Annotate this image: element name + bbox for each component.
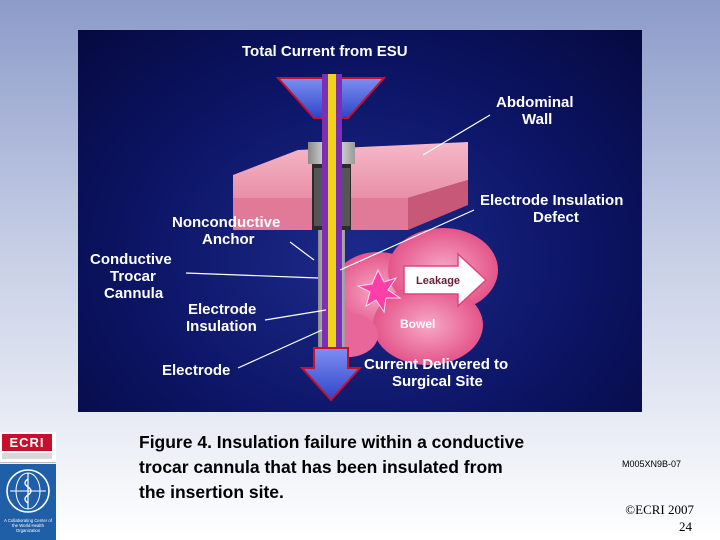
label-nonconductive-anchor-1: Nonconductive bbox=[172, 214, 280, 231]
who-emblem-icon bbox=[6, 469, 50, 513]
ecri-logo-subtitle-bar bbox=[2, 453, 52, 459]
label-insulation-defect-2: Defect bbox=[533, 209, 579, 226]
label-electrode: Electrode bbox=[162, 362, 230, 379]
leakage-spark bbox=[356, 268, 402, 314]
label-conductive-cannula-3: Cannula bbox=[104, 285, 164, 302]
figure-caption: Figure 4. Insulation failure within a co… bbox=[139, 432, 525, 502]
label-current-delivered-2: Surgical Site bbox=[392, 373, 483, 390]
leader-lines bbox=[185, 114, 491, 369]
document-code: M005XN9B-07 bbox=[622, 459, 682, 469]
label-nonconductive-anchor-2: Anchor bbox=[202, 231, 255, 248]
label-insulation-defect-1: Electrode Insulation bbox=[480, 192, 623, 209]
label-bowel: Bowel bbox=[400, 317, 435, 331]
trocar-insulation-diagram: Total Current from ESU Abdominal Wall El… bbox=[78, 30, 642, 412]
copyright: ©ECRI 2007 bbox=[625, 502, 694, 517]
current-out-arrow bbox=[299, 347, 363, 402]
label-total-current: Total Current from ESU bbox=[242, 43, 408, 60]
label-conductive-cannula-1: Conductive bbox=[90, 251, 172, 268]
electrode-wire bbox=[328, 74, 336, 364]
label-conductive-cannula-2: Trocar bbox=[110, 268, 156, 285]
diagram-svg: Total Current from ESU Abdominal Wall El… bbox=[90, 43, 623, 402]
label-electrode-insulation-2: Insulation bbox=[186, 318, 257, 335]
label-abdominal-wall-1: Abdominal bbox=[496, 94, 574, 111]
label-leakage: Leakage bbox=[416, 275, 460, 287]
who-logo: A Collaborating Center of the World Heal… bbox=[0, 464, 56, 540]
leakage-arrow bbox=[403, 252, 488, 308]
ecri-logo-mark: ECRI bbox=[2, 434, 52, 451]
who-logo-text: A Collaborating Center of the World Heal… bbox=[3, 518, 52, 533]
ecri-logo: ECRI bbox=[0, 432, 56, 463]
label-current-delivered-1: Current Delivered to bbox=[364, 356, 508, 373]
page-number: 24 bbox=[679, 519, 692, 534]
label-electrode-insulation-1: Electrode bbox=[188, 301, 256, 318]
label-abdominal-wall-2: Wall bbox=[522, 111, 552, 128]
